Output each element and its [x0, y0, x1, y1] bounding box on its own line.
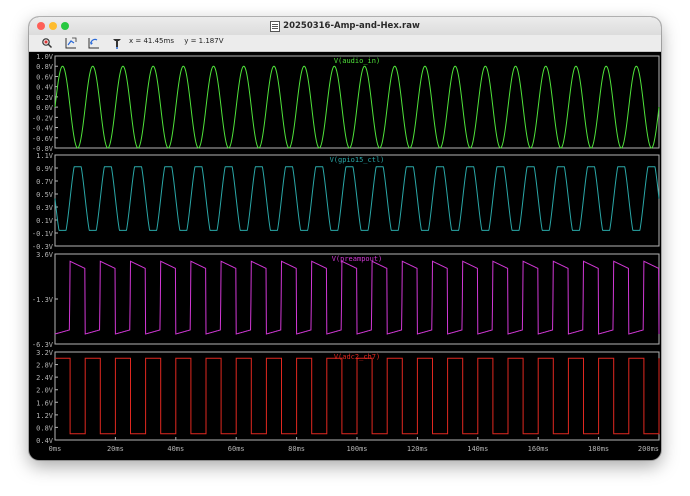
title-bar[interactable]: 20250316-Amp-and-Hex.raw: [29, 17, 661, 35]
y-tick-label-adc2-ch7: 2.0V: [36, 387, 54, 395]
x-tick-label: 120ms: [407, 445, 428, 453]
y-tick-label-audio-in: 0.2V: [36, 94, 54, 102]
y-tick-label-gpio15-ctl: 0.5V: [36, 191, 54, 199]
zoom-area-icon: [42, 37, 53, 48]
y-tick-label-audio-in: 0.8V: [36, 63, 54, 71]
y-tick-label-adc2-ch7: 0.4V: [36, 437, 54, 445]
y-tick-label-preampout: -6.3V: [32, 341, 54, 349]
maximize-window-button[interactable]: [61, 22, 69, 30]
x-tick-label: 0ms: [49, 445, 62, 453]
x-tick-label: 40ms: [167, 445, 184, 453]
x-tick-label: 180ms: [588, 445, 609, 453]
window-title-group: 20250316-Amp-and-Hex.raw: [29, 17, 661, 35]
x-tick-label: 140ms: [467, 445, 488, 453]
toolbar: x = 41.45ms y = 1.187V: [29, 35, 661, 52]
x-tick-label: 160ms: [528, 445, 549, 453]
y-tick-label-gpio15-ctl: 0.3V: [36, 204, 54, 212]
y-tick-label-gpio15-ctl: -0.3V: [32, 243, 54, 251]
trace-label-adc2-ch7: V(adc2_ch7): [334, 353, 380, 361]
plot-area[interactable]: 1.0V 0.8V 0.6V 0.4V 0.2V 0.0V -0.2V -0.4V -0.6V -…: [29, 52, 661, 460]
waveform-plots[interactable]: 1.0V 0.8V 0.6V 0.4V 0.2V 0.0V -0.2V -0.4V -0.6V -…: [29, 52, 661, 460]
y-tick-label-adc2-ch7: 2.8V: [36, 362, 54, 370]
trace-audio-in: [54, 65, 660, 149]
x-tick-label: 100ms: [346, 445, 367, 453]
y-tick-label-adc2-ch7: 1.2V: [36, 412, 54, 420]
autorange-icon: [65, 37, 77, 48]
minimize-window-button[interactable]: [49, 22, 57, 30]
y-tick-label-adc2-ch7: 2.4V: [36, 374, 54, 382]
probe-button[interactable]: [107, 36, 127, 49]
y-tick-label-gpio15-ctl: 0.9V: [36, 165, 54, 173]
x-tick-label: 200ms: [638, 445, 659, 453]
y-tick-label-adc2-ch7: 3.2V: [36, 349, 54, 357]
trace-adc2-ch7: [55, 357, 660, 435]
y-tick-label-audio-in: 0.6V: [36, 73, 54, 81]
zoom-back-icon: [88, 37, 99, 48]
trace-preampout: [54, 260, 660, 335]
y-tick-label-audio-in: -0.4V: [32, 125, 54, 133]
waveform-viewer-window: 20250316-Amp-and-Hex.raw: [29, 17, 661, 460]
y-tick-label-audio-in: 1.0V: [36, 53, 54, 61]
zoom-back-button[interactable]: [84, 36, 104, 49]
y-tick-label-gpio15-ctl: -0.1V: [32, 230, 54, 238]
zoom-area-button[interactable]: [37, 36, 57, 49]
x-tick-label: 80ms: [288, 445, 305, 453]
pane-frame-audio-in: [54, 55, 660, 149]
trace-gpio15-ctl: [54, 166, 660, 231]
y-tick-label-audio-in: 0.0V: [36, 104, 54, 112]
trace-label-audio-in: V(audio_in): [334, 57, 380, 65]
y-tick-label-adc2-ch7: 0.8V: [36, 424, 54, 432]
y-tick-label-preampout: -1.3V: [32, 296, 54, 304]
y-tick-label-gpio15-ctl: 0.1V: [36, 217, 54, 225]
probe-icon: [113, 38, 121, 49]
y-tick-label-audio-in: -0.8V: [32, 145, 54, 153]
close-window-button[interactable]: [37, 22, 45, 30]
window-title: 20250316-Amp-and-Hex.raw: [283, 21, 420, 31]
autorange-button[interactable]: [61, 36, 81, 49]
y-tick-label-preampout: 3.6V: [36, 251, 54, 259]
y-tick-label-gpio15-ctl: 0.7V: [36, 178, 54, 186]
cursor-x-readout: x = 41.45ms: [129, 37, 174, 45]
y-tick-label-adc2-ch7: 1.6V: [36, 399, 54, 407]
trace-label-preampout: V(preampout): [332, 255, 383, 263]
y-tick-label-audio-in: -0.2V: [32, 114, 54, 122]
y-tick-label-gpio15-ctl: 1.1V: [36, 152, 54, 160]
y-tick-label-audio-in: 0.4V: [36, 84, 54, 92]
raw-file-icon: [270, 20, 281, 32]
x-tick-label: 60ms: [228, 445, 245, 453]
cursor-y-readout: y = 1.187V: [184, 37, 224, 45]
y-tick-label-audio-in: -0.6V: [32, 135, 54, 143]
trace-label-gpio15-ctl: V(gpio15_ctl): [330, 156, 385, 164]
cursor-readout: x = 41.45ms y = 1.187V: [129, 37, 232, 45]
x-tick-label: 20ms: [107, 445, 124, 453]
